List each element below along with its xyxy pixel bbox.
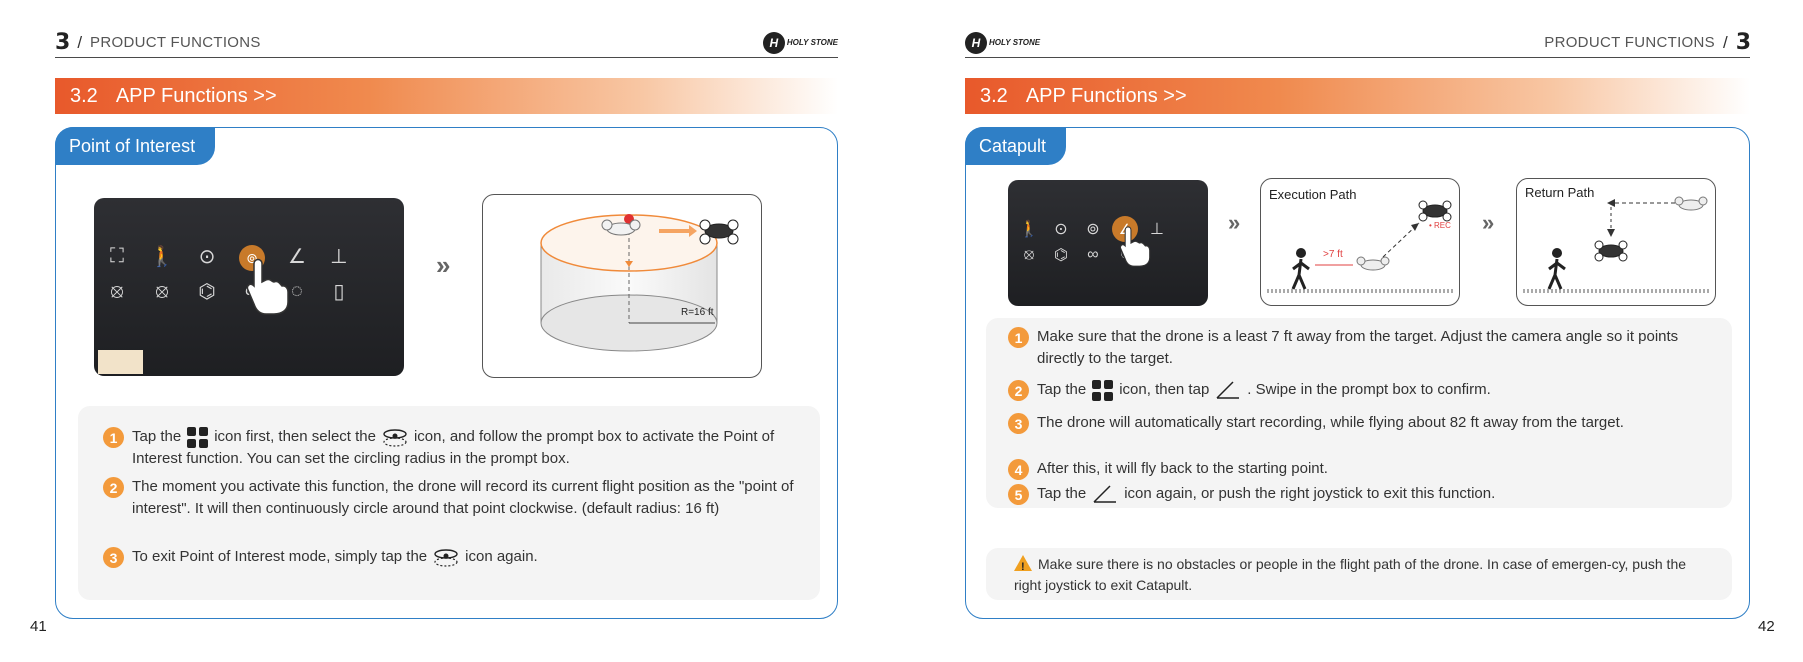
banner-title: APP Functions >> xyxy=(115,84,277,107)
warning-text: Make sure there is no obstacles or peopl… xyxy=(1014,556,1687,593)
step-1: 1 Make sure that the drone is a least 7 … xyxy=(1008,326,1718,370)
step-3: 3 To exit Point of Interest mode, simply… xyxy=(103,546,808,568)
follow-icon: 🚶 xyxy=(149,245,175,268)
chevron-right-icon: » xyxy=(1482,210,1495,235)
thumbnail xyxy=(98,350,143,374)
point-of-interest-diagram: R=16 ft xyxy=(482,194,762,378)
warning-icon xyxy=(1014,555,1032,578)
step-3: 3 The drone will automatically start rec… xyxy=(1008,412,1718,434)
catapult-panel: Catapult 🚶 ⊙ ⊚ ∠ ⊥ ⦻ ⌬ ∞ ◌ » Execution P… xyxy=(965,127,1750,619)
catapult-icon xyxy=(1216,381,1240,399)
point-of-interest-panel: Point of Interest ⛶ 🚶 ⊙ ⊚ ∠ ⊥ ⦻ ⦻ ⌬ ∞ ◌ … xyxy=(55,127,838,619)
point-of-interest-icon xyxy=(434,549,458,567)
app-screenshot: 🚶 ⊙ ⊚ ∠ ⊥ ⦻ ⌬ ∞ ◌ xyxy=(1008,180,1208,306)
section-title: PRODUCT FUNCTIONS xyxy=(1544,34,1715,51)
instruction-box: 1 Make sure that the drone is a least 7 … xyxy=(986,318,1732,508)
point-of-interest-icon: ⊚ xyxy=(1086,221,1100,238)
cylinder-orbit-diagram xyxy=(540,214,739,352)
page-header: H HOLY STONE PRODUCT FUNCTIONS / 3 xyxy=(965,28,1751,58)
step-4: 4 After this, it will fly back to the st… xyxy=(1008,458,1718,480)
step-badge: 2 xyxy=(1008,380,1029,401)
toggle-icon: ⊙ xyxy=(1054,221,1068,238)
catapult-icon xyxy=(1093,485,1117,503)
execution-path-diagram: Execution Path >7 ft • REC xyxy=(1260,178,1460,306)
hand-pointer-icon xyxy=(246,258,289,315)
landing-icon: ⊥ xyxy=(330,245,348,268)
panel-title: Catapult xyxy=(965,127,1067,165)
page-41: 3 / PRODUCT FUNCTIONS H HOLY STONE 3.2 A… xyxy=(0,0,900,662)
page-number: 41 xyxy=(30,618,47,635)
banner-number: 3.2 xyxy=(980,84,1008,107)
panel-title: Point of Interest xyxy=(55,127,216,165)
grid-menu-icon xyxy=(187,426,209,448)
step-badge: 4 xyxy=(1008,459,1029,480)
holy-stone-logo: H HOLY STONE xyxy=(965,32,1040,54)
app-screenshot: ⛶ 🚶 ⊙ ⊚ ∠ ⊥ ⦻ ⦻ ⌬ ∞ ◌ ▯ xyxy=(94,198,404,376)
step-badge: 2 xyxy=(103,477,124,498)
vr-icon: ▯ xyxy=(333,280,345,303)
radius-label: R=16 ft xyxy=(681,307,714,318)
logo-text: HOLY STONE xyxy=(989,38,1041,47)
point-of-interest-icon xyxy=(383,429,407,447)
flip-icon: ◌ xyxy=(291,279,303,302)
section-title: PRODUCT FUNCTIONS xyxy=(90,34,261,51)
circle-icon: ∞ xyxy=(1087,246,1099,263)
banner-number: 3.2 xyxy=(70,84,98,107)
step-2: 2 The moment you activate this function,… xyxy=(103,476,808,520)
section-banner: 3.2 APP Functions >> xyxy=(55,78,838,114)
gesture-icon: ⛶ xyxy=(110,244,124,267)
gesture-video-icon: ⦻ xyxy=(155,279,169,302)
gesture-photo-icon: ⦻ xyxy=(110,279,124,302)
landing-icon: ⊥ xyxy=(1150,221,1164,238)
page-42: H HOLY STONE PRODUCT FUNCTIONS / 3 3.2 A… xyxy=(903,0,1803,662)
step-badge: 3 xyxy=(103,547,124,568)
step-badge: 5 xyxy=(1008,484,1029,505)
logo-text: HOLY STONE xyxy=(786,38,838,47)
step-badge: 3 xyxy=(1008,413,1029,434)
follow-icon: 🚶 xyxy=(1019,221,1039,238)
return-path-diagram: Return Path xyxy=(1516,178,1716,306)
hand-pointer-icon xyxy=(1119,226,1151,267)
point-of-interest-icon: ⊚ xyxy=(239,245,265,271)
catapult-icon: ∠ xyxy=(288,245,306,268)
route-icon: ⌬ xyxy=(198,280,216,303)
holy-stone-logo: H HOLY STONE xyxy=(762,32,838,54)
page-number: 42 xyxy=(1758,618,1775,635)
rec-label: • REC xyxy=(1429,221,1451,230)
chevron-right-icon: » xyxy=(1228,210,1241,235)
return-path-illustration xyxy=(1523,196,1711,293)
toggle-icon: ⊙ xyxy=(198,245,216,268)
step-badge: 1 xyxy=(1008,327,1029,348)
grid-menu-icon xyxy=(1092,379,1114,401)
section-banner: 3.2 APP Functions >> xyxy=(965,78,1750,114)
logo-icon: H xyxy=(965,32,987,54)
distance-label: >7 ft xyxy=(1323,249,1343,260)
chapter-number: 3 xyxy=(55,30,70,55)
banner-title: APP Functions >> xyxy=(1025,84,1187,107)
return-path-label: Return Path xyxy=(1525,185,1595,200)
execution-path-illustration xyxy=(1267,200,1455,293)
warning-box: Make sure there is no obstacles or peopl… xyxy=(986,548,1732,600)
execution-path-label: Execution Path xyxy=(1269,187,1357,202)
route-icon: ⌬ xyxy=(1054,247,1068,264)
step-badge: 1 xyxy=(103,427,124,448)
chapter-number: 3 xyxy=(1735,30,1751,55)
page-header: 3 / PRODUCT FUNCTIONS H HOLY STONE xyxy=(55,28,838,58)
gesture-photo-icon: ⦻ xyxy=(1023,246,1035,263)
logo-icon: H xyxy=(762,32,785,54)
chevron-right-icon: » xyxy=(436,250,451,280)
